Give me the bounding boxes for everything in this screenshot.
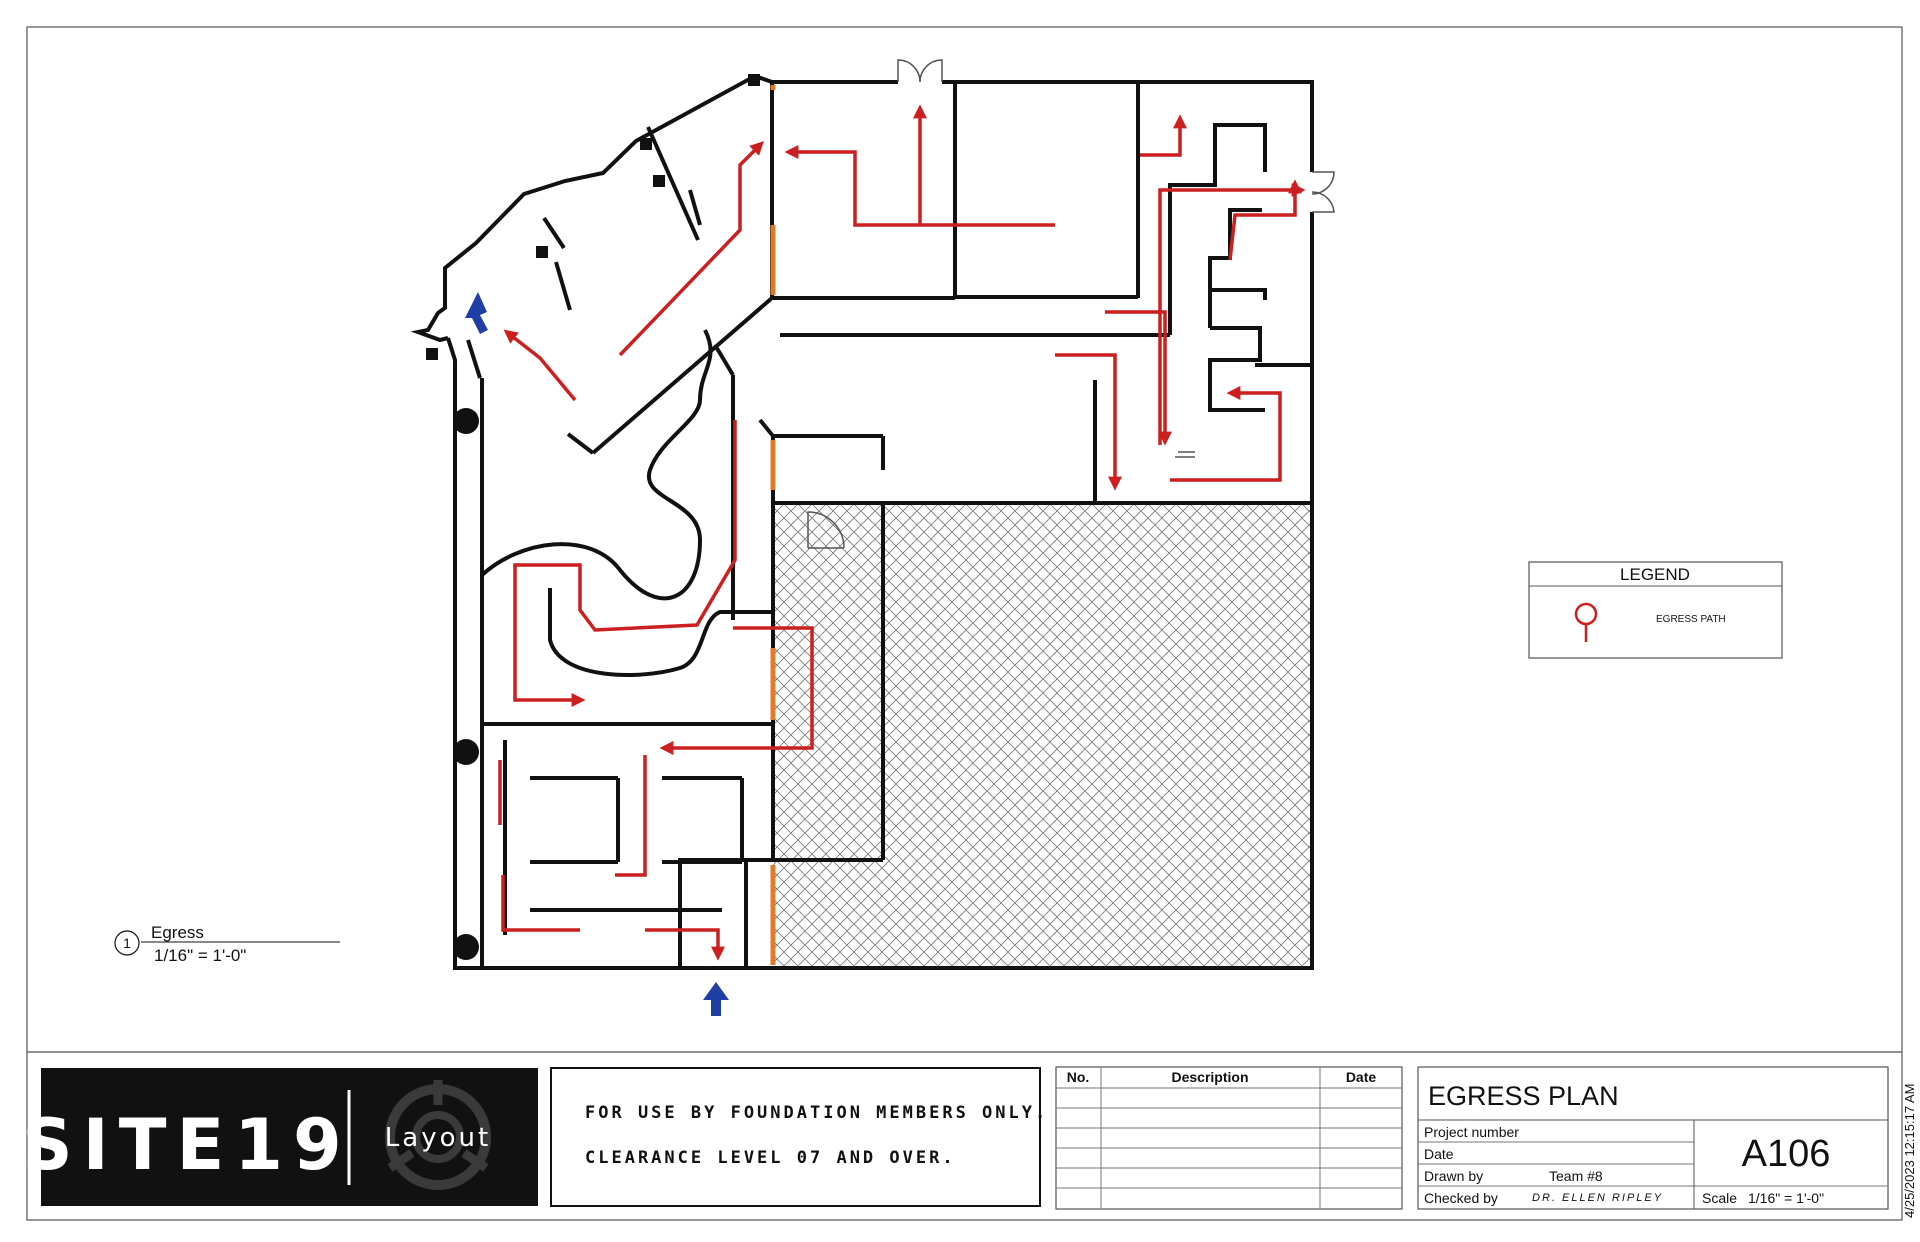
floor-plan	[410, 59, 1335, 1016]
wall-post	[640, 138, 652, 150]
wall-post	[536, 246, 548, 258]
project-number-label: Project number	[1424, 1124, 1519, 1140]
revision-description-header: Description	[1171, 1069, 1248, 1085]
sheet-title: EGRESS PLAN	[1428, 1081, 1619, 1111]
logo-sub-text: Layout	[385, 1123, 491, 1153]
revision-table: No. Description Date	[1055, 1066, 1403, 1210]
sheet-border	[26, 26, 1903, 1221]
egress-path	[1170, 386, 1282, 482]
drawn-by-label: Drawn by	[1424, 1168, 1483, 1184]
columns	[426, 74, 760, 960]
date-label: Date	[1424, 1146, 1454, 1162]
legend-box	[1528, 561, 1783, 659]
egress-path	[1158, 183, 1306, 445]
revision-date-header: Date	[1346, 1069, 1377, 1085]
egress-path	[513, 420, 737, 707]
site-logo: SITE19 Layout	[22, 1068, 538, 1206]
view-title: 1 Egress 1/16" = 1'-0"	[114, 923, 340, 965]
egress-path	[1228, 179, 1302, 261]
egress-path	[1055, 353, 1122, 491]
legend: LEGEND EGRESS PATH	[1528, 561, 1783, 659]
door-swings	[807, 59, 1335, 549]
entry-arrow	[465, 292, 488, 334]
sheet-number: A106	[1742, 1133, 1831, 1175]
egress-path	[1105, 310, 1172, 446]
scale-value: 1/16" = 1'-0"	[1748, 1190, 1824, 1206]
egress-path	[645, 928, 725, 961]
drawn-by-value: Team #8	[1549, 1168, 1603, 1184]
legend-title: LEGEND	[1620, 565, 1690, 584]
revision-no-header: No.	[1067, 1069, 1090, 1085]
egress-paths	[498, 104, 1306, 961]
egress-path	[501, 875, 580, 932]
entry-arrows	[465, 292, 729, 1016]
wall-post	[748, 74, 760, 86]
egress-path	[615, 755, 647, 877]
view-number: 1	[123, 935, 131, 951]
walls	[410, 73, 1314, 970]
egress-path	[503, 329, 577, 402]
scale-label: Scale	[1702, 1190, 1737, 1206]
view-scale: 1/16" = 1'-0"	[154, 946, 246, 965]
entry-arrow	[703, 982, 729, 1016]
wall-post	[426, 348, 438, 360]
notice-line-2: CLEARANCE LEVEL 07 AND OVER.	[585, 1148, 956, 1168]
logo-main-text: SITE19	[22, 1104, 351, 1186]
notice-box	[550, 1067, 1041, 1207]
wall-post	[653, 175, 665, 187]
egress-path	[618, 141, 764, 357]
checked-by-value: DR. ELLEN RIPLEY	[1532, 1192, 1663, 1204]
column	[453, 934, 479, 960]
sheet-info: EGRESS PLAN Project number Date Drawn by…	[1417, 1066, 1889, 1210]
egress-path	[784, 145, 1055, 227]
egress-path	[659, 626, 814, 755]
print-timestamp: 4/25/2023 12:15:17 AM	[1902, 1084, 1917, 1218]
legend-item-label: EGRESS PATH	[1656, 614, 1726, 625]
column	[453, 408, 479, 434]
view-name: Egress	[151, 923, 204, 942]
notice-line-1: FOR USE BY FOUNDATION MEMBERS ONLY.	[585, 1103, 1048, 1123]
notice-panel: FOR USE BY FOUNDATION MEMBERS ONLY. CLEA…	[550, 1067, 1048, 1207]
checked-by-label: Checked by	[1424, 1190, 1498, 1206]
egress-path	[1140, 114, 1187, 157]
column	[453, 739, 479, 765]
view-number-bubble	[114, 930, 140, 956]
hatched-courtyard	[773, 503, 1310, 968]
